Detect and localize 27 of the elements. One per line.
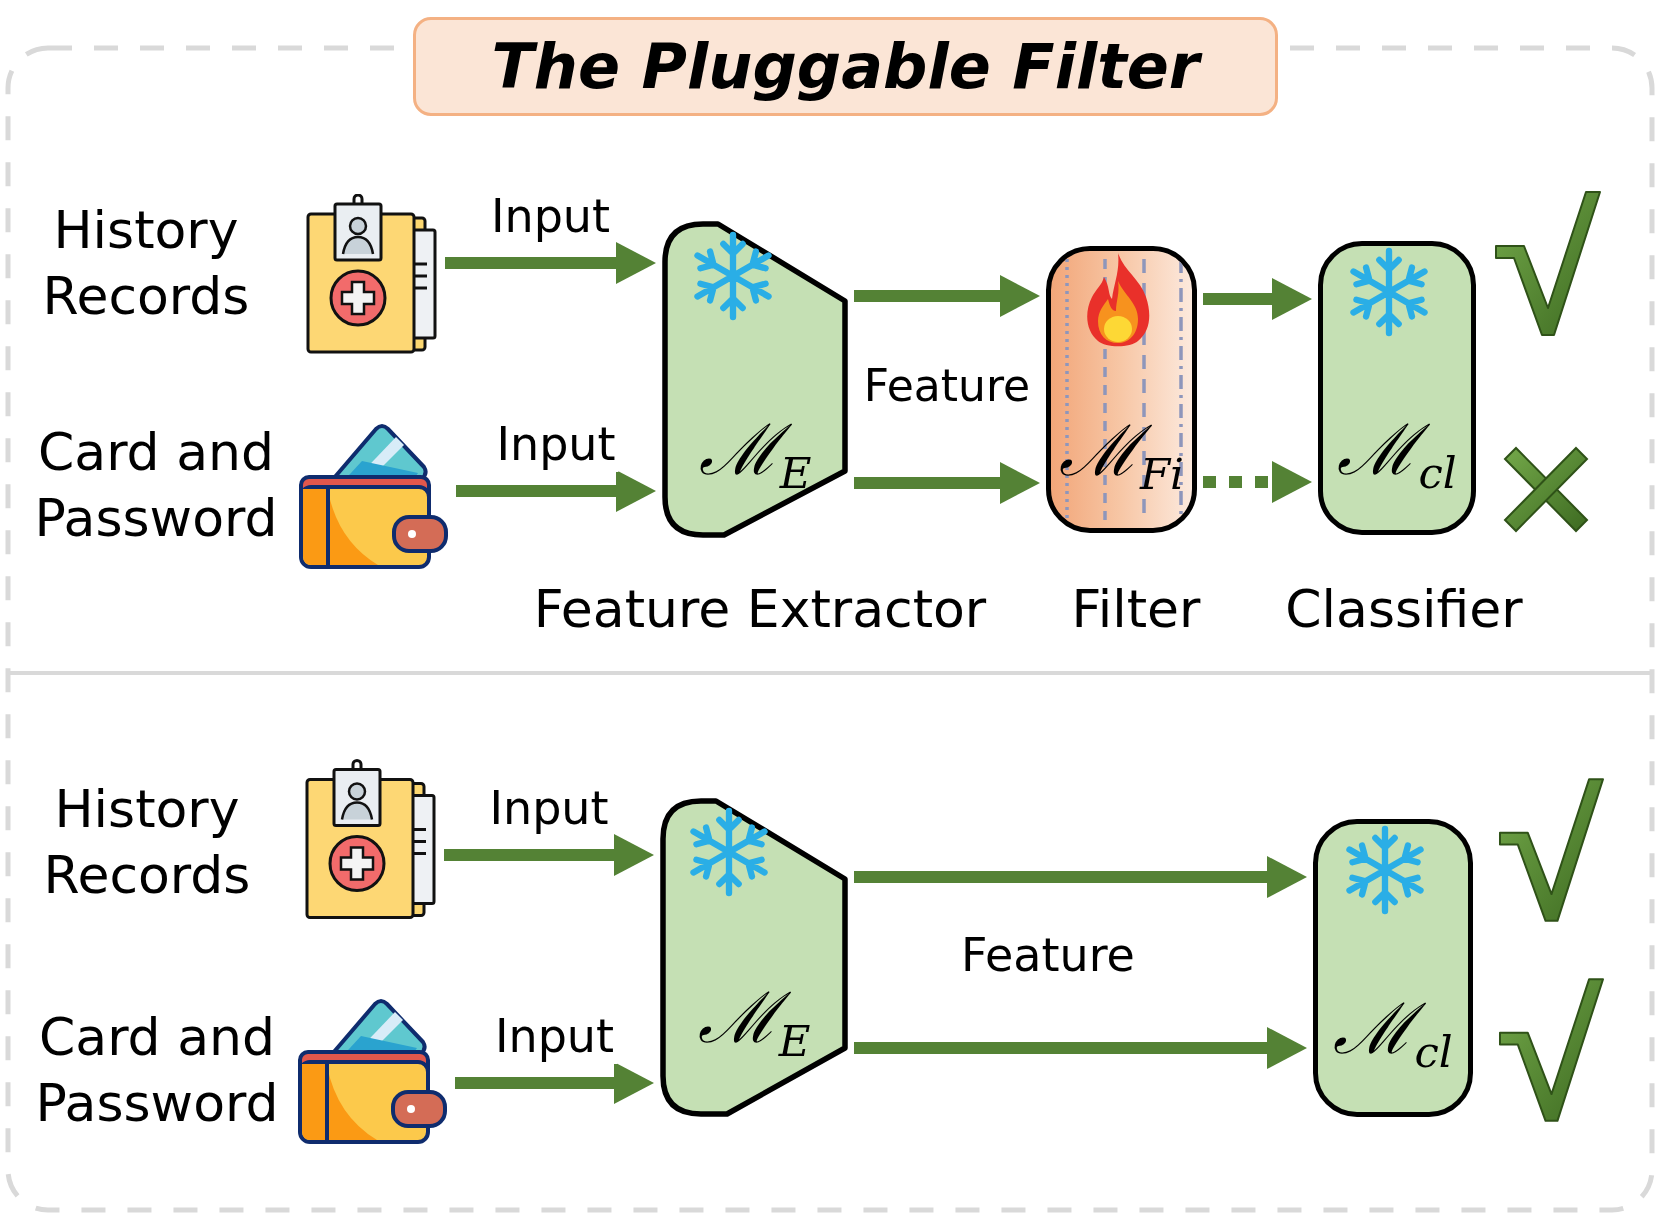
module-caption: Classifier [1285,578,1523,641]
arrow [854,275,1040,317]
arrow [854,1027,1307,1069]
arrow [455,1062,654,1104]
input-label: Card and Password [33,421,279,550]
module-caption: Feature Extractor [533,578,987,641]
classifier-block [1313,819,1473,1117]
input-label: History Records [41,199,251,328]
title-banner: The Pluggable Filter [413,17,1278,116]
wallet-icon [297,996,449,1146]
encoder-block [660,798,848,1117]
arrow [444,834,654,876]
arrow [854,856,1307,898]
arrow [445,242,656,284]
medical-folder-icon [305,194,439,355]
arrow [1203,278,1312,320]
input-label: Card and Password [34,1006,280,1135]
medical-folder-icon [304,759,438,921]
encoder-block [662,221,848,538]
arrow [456,470,656,512]
arrow [854,462,1040,504]
classifier-block [1318,241,1476,535]
wallet-icon [298,421,450,571]
filter-block [1046,246,1197,533]
input-label: History Records [42,778,252,907]
dotted-arrow [1203,461,1312,503]
module-caption: Filter [1071,578,1201,641]
